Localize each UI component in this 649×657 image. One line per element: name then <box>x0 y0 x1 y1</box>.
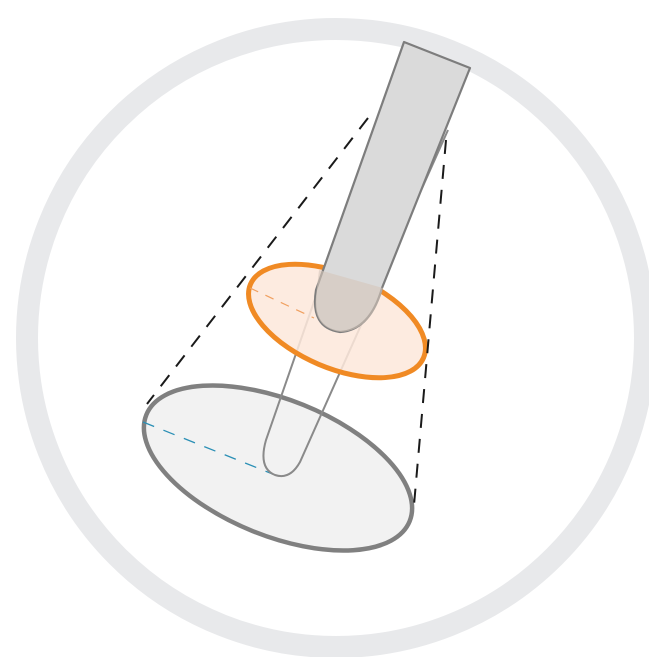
rod-ghost-outline <box>262 129 449 478</box>
cone-edge-right-dashed <box>413 139 447 506</box>
base-diameter-dashed-line <box>142 421 281 478</box>
base-ellipse <box>141 383 415 553</box>
cone-edge-left-dashed <box>146 117 369 405</box>
cross-section-dashed-line <box>249 287 315 319</box>
rod-tip-overlap <box>315 270 383 332</box>
